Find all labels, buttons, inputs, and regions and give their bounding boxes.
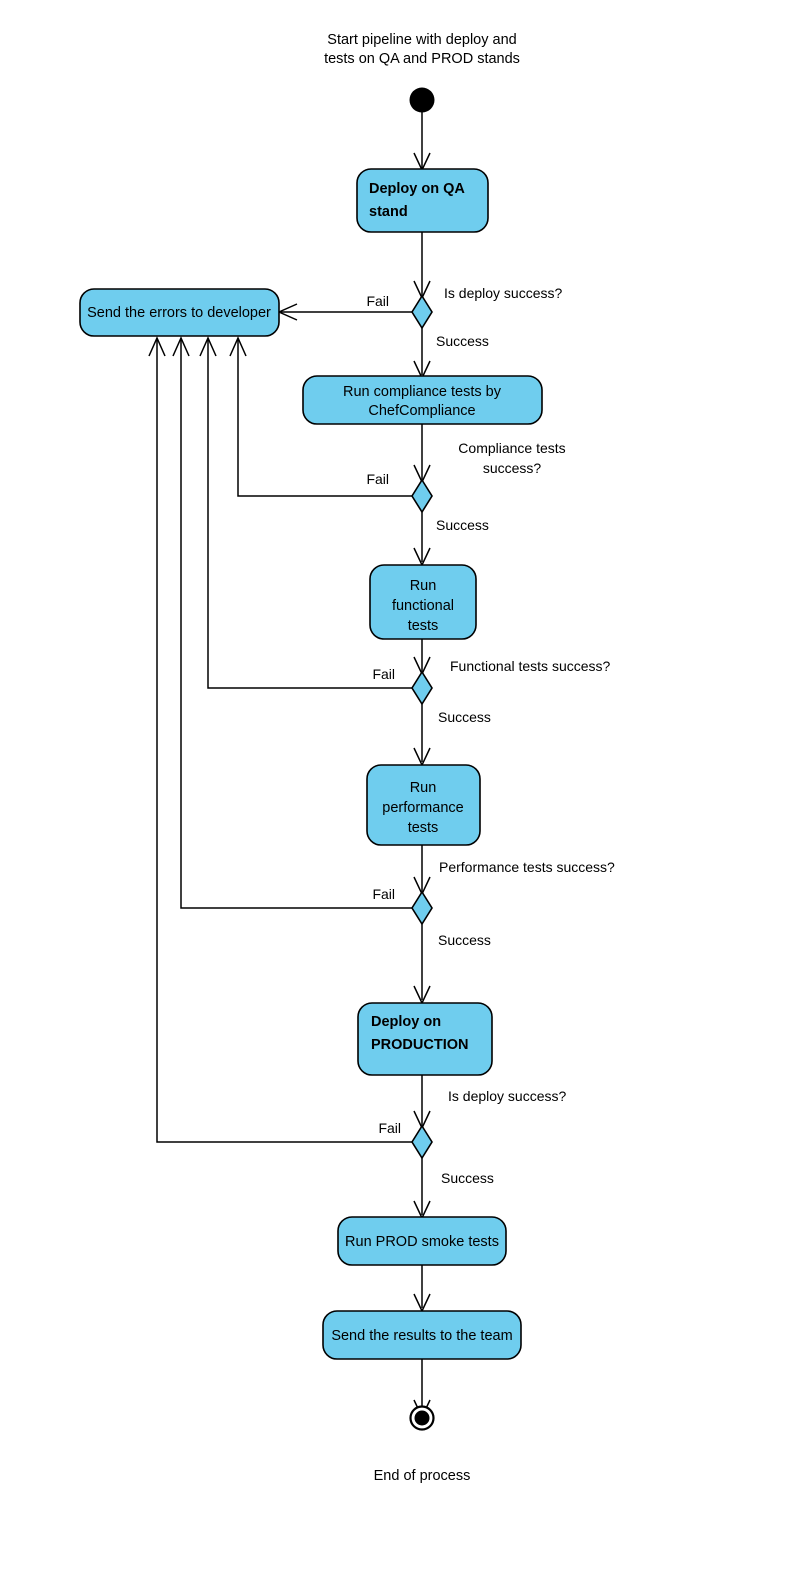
activity-deploy-on-production-line-2: PRODUCTION	[371, 1037, 468, 1053]
activity-deploy-on-qa-stand-line-1: Deploy on QA	[369, 181, 465, 197]
activity-deploy-on-qa-stand[interactable]	[356, 168, 489, 233]
activity-send-results-to-team-label: Send the results to the team	[331, 1328, 512, 1344]
decision-d2-question-line-1: Compliance tests	[458, 440, 565, 456]
decision-performance-tests-success[interactable]	[411, 890, 433, 926]
start-caption-line-2: tests on QA and PROD stands	[324, 51, 520, 67]
activity-run-functional-tests-line-3: tests	[408, 618, 439, 634]
activity-run-performance-tests-line-2: performance	[382, 800, 463, 816]
decision-d5-success-label: Success	[441, 1170, 494, 1186]
start-caption-line-1: Start pipeline with deploy and	[327, 32, 516, 48]
activity-deploy-on-production-line-1: Deploy on	[371, 1014, 441, 1030]
decision-d4-question: Performance tests success?	[439, 859, 615, 875]
arrowhead-error-box-riser-1	[148, 336, 166, 357]
arrowhead-error-box-riser-4	[229, 336, 247, 357]
decision-d2-success-label: Success	[436, 517, 489, 533]
activity-run-functional-tests-line-2: functional	[392, 598, 454, 614]
decision-d4-fail-label: Fail	[372, 886, 395, 902]
activity-run-compliance-tests-line-1: Run compliance tests by	[343, 384, 502, 400]
decision-d3-success-label: Success	[438, 709, 491, 725]
arrowhead-error-box-riser-3	[199, 336, 217, 357]
decision-d5-question: Is deploy success?	[448, 1088, 566, 1104]
activity-run-functional-tests[interactable]	[369, 564, 477, 640]
decision-d3-question: Functional tests success?	[450, 658, 611, 674]
edge-d3-fail-to-error-box	[207, 340, 412, 689]
decision-d2-fail-label: Fail	[366, 471, 389, 487]
activity-run-prod-smoke-tests-label: Run PROD smoke tests	[345, 1234, 499, 1250]
activity-send-errors-to-developer[interactable]	[79, 288, 280, 337]
decision-d3-fail-label: Fail	[372, 666, 395, 682]
activity-run-functional-tests-line-1: Run	[410, 578, 437, 594]
decision-d2-question-line-2: success?	[483, 460, 542, 476]
activity-send-errors-to-developer-label: Send the errors to developer	[87, 305, 271, 321]
initial-node	[409, 87, 435, 113]
decision-d1-fail-label: Fail	[366, 293, 389, 309]
decision-compliance-tests-success[interactable]	[411, 478, 433, 514]
activity-deploy-on-production[interactable]	[357, 1002, 493, 1076]
activity-deploy-on-qa-stand-line-2: stand	[369, 204, 408, 220]
activity-run-performance-tests-line-1: Run	[410, 780, 437, 796]
decision-is-deploy-success-prod[interactable]	[411, 1124, 433, 1160]
decision-d5-fail-label: Fail	[378, 1120, 401, 1136]
activity-run-performance-tests[interactable]	[366, 764, 481, 846]
edge-d2-fail-to-error-box	[237, 340, 412, 497]
arrowhead-error-box-riser-2	[172, 336, 190, 357]
activity-run-performance-tests-line-3: tests	[408, 820, 439, 836]
decision-is-deploy-success-qa[interactable]	[411, 294, 433, 330]
edge-d5-fail-to-error-box	[156, 340, 412, 1143]
end-caption: End of process	[374, 1468, 471, 1484]
decision-d4-success-label: Success	[438, 932, 491, 948]
decision-d1-question: Is deploy success?	[444, 285, 562, 301]
activity-run-compliance-tests-line-2: ChefCompliance	[368, 403, 475, 419]
decision-functional-tests-success[interactable]	[411, 670, 433, 706]
final-node-dot	[414, 1410, 430, 1426]
edge-d4-fail-to-error-box	[180, 340, 412, 909]
decision-d1-success-label: Success	[436, 333, 489, 349]
